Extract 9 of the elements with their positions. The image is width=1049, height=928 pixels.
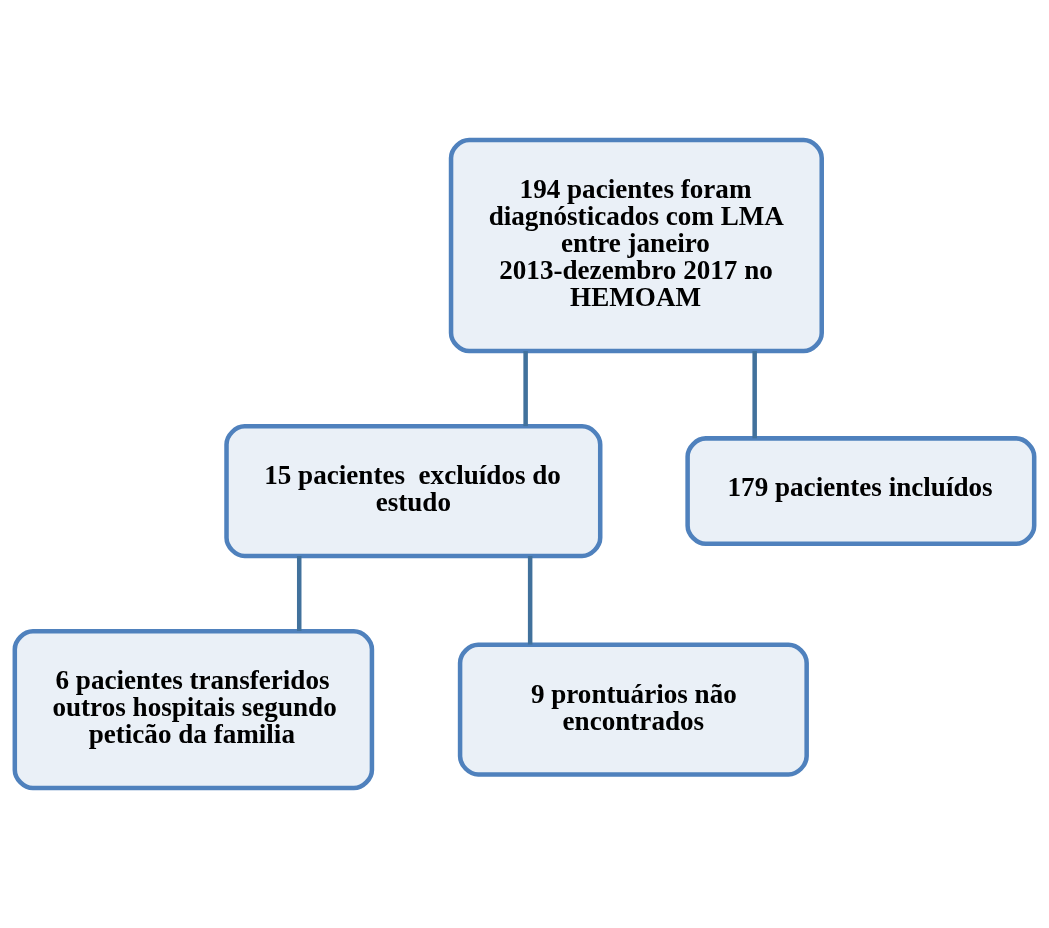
connector	[523, 351, 528, 427]
node-box: 15 pacientes excluídos do estudo	[224, 424, 603, 559]
connector	[752, 351, 757, 439]
node-box: 9 prontuários não encontrados	[457, 642, 809, 777]
connector	[527, 556, 533, 645]
node-box: 179 pacientes incluídos	[685, 436, 1037, 547]
connector	[296, 556, 302, 631]
node-box: 6 pacientes transferidos outros hospitais segundo peticão da familia	[12, 629, 375, 791]
node-box: 194 pacientes foram diagnósticados com LMA entre janeiro 2013-dezembro 2017 no HEMOAM	[448, 137, 824, 354]
